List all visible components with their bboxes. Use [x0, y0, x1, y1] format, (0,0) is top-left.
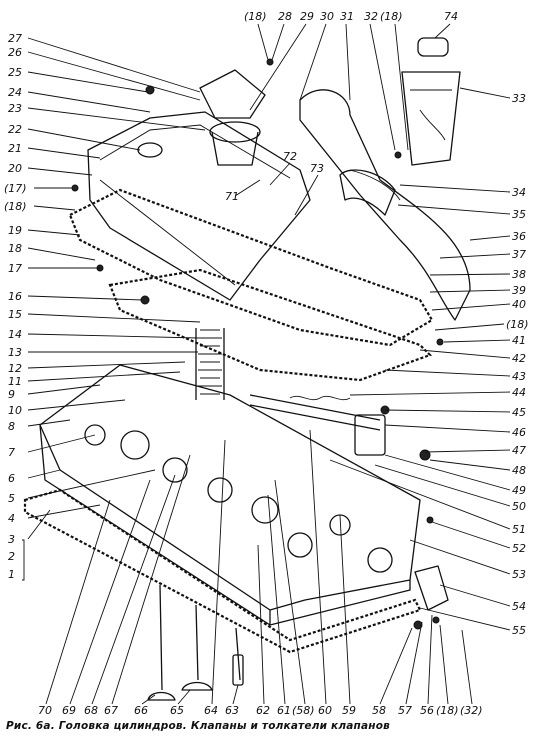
- label-34: 34: [512, 186, 526, 199]
- label-25: 25: [8, 66, 22, 79]
- label-60: 60: [318, 704, 332, 717]
- cylinder-head: [39, 364, 421, 626]
- label-58: 58: [372, 704, 386, 717]
- label-17a: (17): [4, 182, 27, 195]
- label-59: 59: [342, 704, 356, 717]
- label-73: 73: [310, 162, 324, 175]
- label-4: 4: [8, 512, 15, 525]
- thermostat-element: [401, 37, 461, 166]
- label-10: 10: [8, 404, 22, 417]
- figure-caption: Рис. 6а. Головка цилиндров. Клапаны и то…: [6, 720, 391, 732]
- valve-cover: [87, 111, 311, 301]
- label-41: 41: [512, 334, 526, 347]
- label-29: 29: [300, 10, 314, 23]
- label-57: 57: [398, 704, 412, 717]
- label-28: 28: [278, 10, 292, 23]
- label-65: 65: [170, 704, 184, 717]
- label-30: 30: [320, 10, 334, 23]
- label-49: 49: [512, 484, 526, 497]
- labels-top: (18) 28 29 30 31 32 (18) 74 72 73 71: [225, 10, 458, 216]
- label-48: 48: [512, 464, 526, 477]
- label-5: 5: [8, 492, 15, 505]
- label-6: 6: [8, 472, 15, 485]
- label-23: 23: [8, 102, 22, 115]
- label-72: 72: [283, 150, 297, 163]
- label-7: 7: [8, 446, 15, 459]
- label-56: 56: [420, 704, 434, 717]
- valve-springs: [195, 328, 225, 400]
- label-51: 51: [512, 523, 526, 536]
- label-36: 36: [512, 230, 526, 243]
- label-31: 31: [340, 10, 354, 23]
- label-11: 11: [8, 375, 22, 388]
- label-69: 69: [62, 704, 76, 717]
- bolts: [71, 58, 444, 524]
- intake-pipe: [299, 89, 471, 321]
- label-21: 21: [8, 142, 22, 155]
- label-46: 46: [512, 426, 526, 439]
- label-3: 3: [8, 533, 15, 546]
- label-74: 74: [444, 10, 458, 23]
- label-17: 17: [8, 262, 22, 275]
- label-58b: (58): [292, 704, 315, 717]
- label-20: 20: [8, 162, 22, 175]
- label-38: 38: [512, 268, 526, 281]
- label-70: 70: [38, 704, 52, 717]
- label-66: 66: [134, 704, 148, 717]
- thermostat-housing: [199, 69, 266, 166]
- label-63: 63: [225, 704, 239, 717]
- label-12: 12: [8, 362, 22, 375]
- label-19: 19: [8, 224, 22, 237]
- labels-right: 33 34 35 36 37 38 39 40 (18) 41 42 43 44…: [329, 87, 529, 637]
- head-gasket: [23, 488, 422, 654]
- label-24: 24: [8, 86, 22, 99]
- label-40: 40: [512, 298, 526, 311]
- label-53: 53: [512, 568, 526, 581]
- label-1: 1: [8, 568, 15, 581]
- label-47: 47: [512, 444, 526, 457]
- label-15: 15: [8, 308, 22, 321]
- label-37: 37: [512, 248, 526, 261]
- side-bracket: [413, 565, 449, 630]
- rocker-shaft: [249, 394, 386, 456]
- label-13: 13: [8, 346, 22, 359]
- label-27: 27: [8, 32, 22, 45]
- label-33: 33: [512, 92, 526, 105]
- label-26: 26: [8, 46, 22, 59]
- label-8: 8: [8, 420, 15, 433]
- label-42: 42: [512, 352, 526, 365]
- label-39: 39: [512, 284, 526, 297]
- labels-left: 27 26 25 24 23 22 21 20 (17) (18) 19 18 …: [4, 32, 206, 581]
- label-43: 43: [512, 370, 526, 383]
- label-32: 32: [364, 10, 378, 23]
- label-35: 35: [512, 208, 526, 221]
- label-9: 9: [8, 388, 15, 401]
- label-22: 22: [8, 123, 22, 136]
- label-18a: (18): [4, 200, 27, 213]
- label-44: 44: [512, 386, 526, 399]
- label-32-bottom: (32): [460, 704, 483, 717]
- label-18-top2: (18): [380, 10, 403, 23]
- label-67: 67: [104, 704, 118, 717]
- label-18-top: (18): [244, 10, 267, 23]
- label-2: 2: [8, 550, 15, 563]
- label-14: 14: [8, 328, 22, 341]
- labels-bottom: 70 69 68 67 66 65 64 63 62 61 (58) 60 59…: [38, 429, 483, 717]
- label-62: 62: [256, 704, 270, 717]
- label-64: 64: [204, 704, 218, 717]
- label-18-right: (18): [506, 318, 529, 331]
- label-61: 61: [277, 704, 291, 717]
- label-55: 55: [512, 624, 526, 637]
- label-50: 50: [512, 500, 526, 513]
- label-16: 16: [8, 290, 22, 303]
- label-18-bottom: (18): [436, 704, 459, 717]
- label-45: 45: [512, 406, 526, 419]
- intake-manifold-gasket: [68, 188, 434, 382]
- label-18: 18: [8, 242, 22, 255]
- label-52: 52: [512, 542, 526, 555]
- label-71: 71: [225, 190, 239, 203]
- label-68: 68: [84, 704, 98, 717]
- label-54: 54: [512, 600, 526, 613]
